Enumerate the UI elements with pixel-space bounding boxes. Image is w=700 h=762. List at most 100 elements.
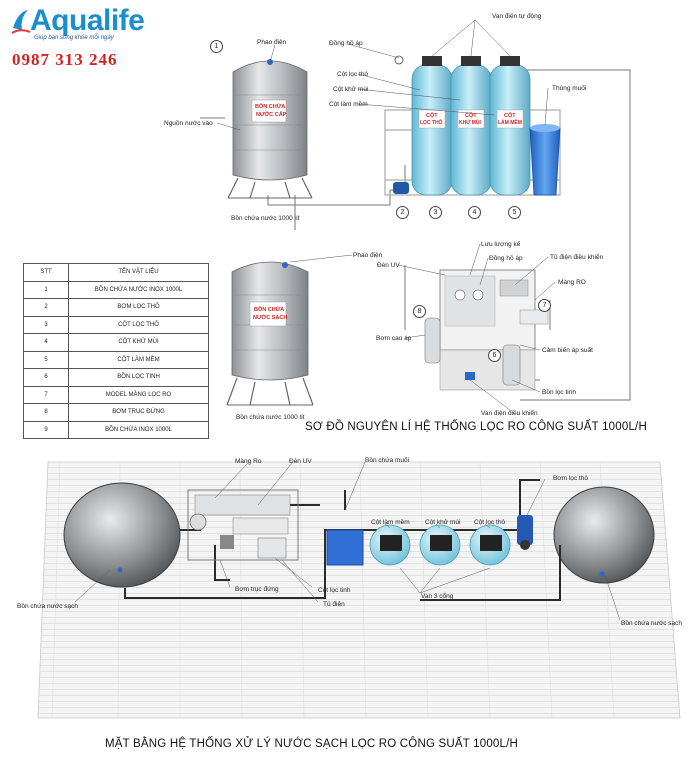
plan-label-bon-chua-nuoc-sach: Bồn chứa nước sạch xyxy=(17,603,79,610)
column1-sign-a: CỘT xyxy=(426,113,438,119)
marker-3: 3 xyxy=(429,206,442,219)
label-phao-dien-2: Phao điện xyxy=(353,252,383,259)
plan-label-mang-ro: Màng Ro xyxy=(235,458,262,465)
tank1-sign-line2: NƯỚC CẤP xyxy=(256,112,287,118)
plan-label-bom-loc-tho: Bơm lọc thô xyxy=(553,475,588,482)
brand-name: Aqualife xyxy=(30,4,145,37)
row-name: CỘT LỌC THÔ xyxy=(68,315,209,334)
marker-2: 2 xyxy=(396,206,409,219)
row-stt: 4 xyxy=(23,333,69,352)
label-cam-bien-ap-suat: Cảm biến áp suất xyxy=(542,347,593,354)
leader-lines xyxy=(216,19,556,411)
plan-ro-frame xyxy=(187,489,299,561)
label-cot-lam-mem: Cột làm mềm xyxy=(329,101,368,108)
label-den-uv: Đèn UV xyxy=(377,262,400,269)
plan-pump xyxy=(517,515,533,550)
floor-plan-diagram xyxy=(37,461,681,719)
label-tu-dien-dieu-khien: Tủ điện điều khiển xyxy=(550,254,604,261)
row-name: BỒN LỌC TINH xyxy=(68,368,209,387)
hotline-phone[interactable]: 0987 313 246 xyxy=(12,50,118,69)
salt-tank xyxy=(529,124,561,196)
plan-right-tank xyxy=(553,486,655,584)
column2-sign-b: KHỬ MÙI xyxy=(459,120,481,126)
row-name: BỒN CHỨA NƯỚC INOX 1000L xyxy=(68,280,209,299)
marker-7: 7 xyxy=(538,299,551,312)
logo-wave-icon xyxy=(10,6,32,36)
label-bon-chua-1000: Bồn chứa nước 1000 lít xyxy=(231,215,300,222)
label-van-dien-dieu-khien: Van điện điều khiển xyxy=(481,410,538,417)
plan-columns xyxy=(369,524,511,566)
column1-sign-b: LỌC THÔ xyxy=(420,120,443,126)
table-header-row: STT TÊN VẬT LIỆU xyxy=(23,263,209,282)
brand-tagline: Giúp bạn sống khỏe mỗi ngày xyxy=(34,35,114,41)
row-stt: 6 xyxy=(23,368,69,387)
feed-pump xyxy=(393,55,409,194)
column3-sign-a: CỘT xyxy=(504,113,516,119)
label-cot-loc-tho: Cột lọc thô xyxy=(337,71,369,78)
plan-label-bon-chua-nuoc-sach-2: Bồn chứa nước sạch xyxy=(621,620,683,627)
plan-label-den-uv: Đèn UV xyxy=(289,458,312,465)
label-van-dien-tu-dong: Van điện tự động xyxy=(492,13,542,20)
row-stt: 1 xyxy=(23,280,69,299)
marker-6: 6 xyxy=(488,349,501,362)
row-name: BỒN CHỨA INOX 1000L xyxy=(68,420,209,439)
marker-1: 1 xyxy=(210,40,223,53)
plan-label-bom-truc-dung: Bơm trục đứng xyxy=(235,586,279,593)
label-bom-cao-ap: Bơm cao áp xyxy=(376,335,412,342)
row-name: CỘT KHỬ MÙI xyxy=(68,333,209,352)
label-mang-ro: Màng RO xyxy=(558,279,586,286)
plan-label-cot-lam-mem: Cột làm mềm xyxy=(371,519,410,526)
feed-water-tank xyxy=(227,59,313,199)
label-luu-luong-ke: Lưu lượng kế xyxy=(481,241,521,248)
row-name: BƠM TRỤC ĐỨNG xyxy=(68,403,209,422)
plan-label-van-3-cong: Van 3 cổng xyxy=(421,593,454,600)
plan-left-tank xyxy=(63,482,181,588)
column3-sign-b: LÀM MỀM xyxy=(498,120,522,126)
row-stt: 9 xyxy=(23,420,69,439)
schematic-diagram xyxy=(200,19,631,411)
marker-8: 8 xyxy=(413,305,426,318)
row-name: CỘT LÀM MỀM xyxy=(68,350,209,369)
plan-salt-tank xyxy=(326,529,364,566)
filter-column-2 xyxy=(450,56,492,196)
plan-label-cot-khu-mui: Cột khử mùi xyxy=(425,519,461,526)
plan-label-cot-loc-tho: Cột lọc thô xyxy=(474,519,506,526)
row-stt: 7 xyxy=(23,385,69,404)
plan-label-cot-loc-tinh: Cột lọc tinh xyxy=(318,587,351,594)
label-cot-khu-mui: Cột khử mùi xyxy=(333,86,369,93)
row-stt: 5 xyxy=(23,350,69,369)
clean-water-tank xyxy=(226,261,314,406)
plan-label-tu-dien: Tủ điện xyxy=(323,601,345,608)
tank2-sign-line2: NƯỚC SẠCH xyxy=(253,315,288,321)
plan-label-bon-chua-muoi: Bồn chứa muối xyxy=(365,457,410,464)
marker-5: 5 xyxy=(508,206,521,219)
marker-4: 4 xyxy=(468,206,481,219)
header-stt: STT xyxy=(23,263,69,282)
tank2-sign-line1: BỒN CHỨA xyxy=(254,307,285,313)
filter-column-3 xyxy=(489,56,531,196)
label-thung-muoi: Thùng muối xyxy=(552,85,587,92)
floor-plan-title: MẶT BẰNG HỆ THỐNG XỬ LÝ NƯỚC SẠCH LỌC RO… xyxy=(105,738,519,750)
label-nguon-nuoc-vao: Nguồn nước vào xyxy=(164,120,213,127)
header-ten-vat-lieu: TÊN VẬT LIỆU xyxy=(68,263,209,282)
schematic-title: SƠ ĐỒ NGUYÊN LÍ HỆ THỐNG LỌC RO CÔNG SUẤ… xyxy=(305,421,647,433)
ro-machine xyxy=(424,269,549,391)
row-name: BƠM LỌC THÔ xyxy=(68,298,209,317)
label-dong-ho-ap: Đồng hồ áp xyxy=(329,40,363,47)
tank1-sign-line1: BỒN CHỨA xyxy=(255,104,286,110)
row-stt: 3 xyxy=(23,315,69,334)
row-stt: 8 xyxy=(23,403,69,422)
label-bon-chua-1000-2: Bồn chứa nước 1000 lít xyxy=(236,414,305,421)
row-stt: 2 xyxy=(23,298,69,317)
label-phao-dien-1: Phao điện xyxy=(257,39,287,46)
